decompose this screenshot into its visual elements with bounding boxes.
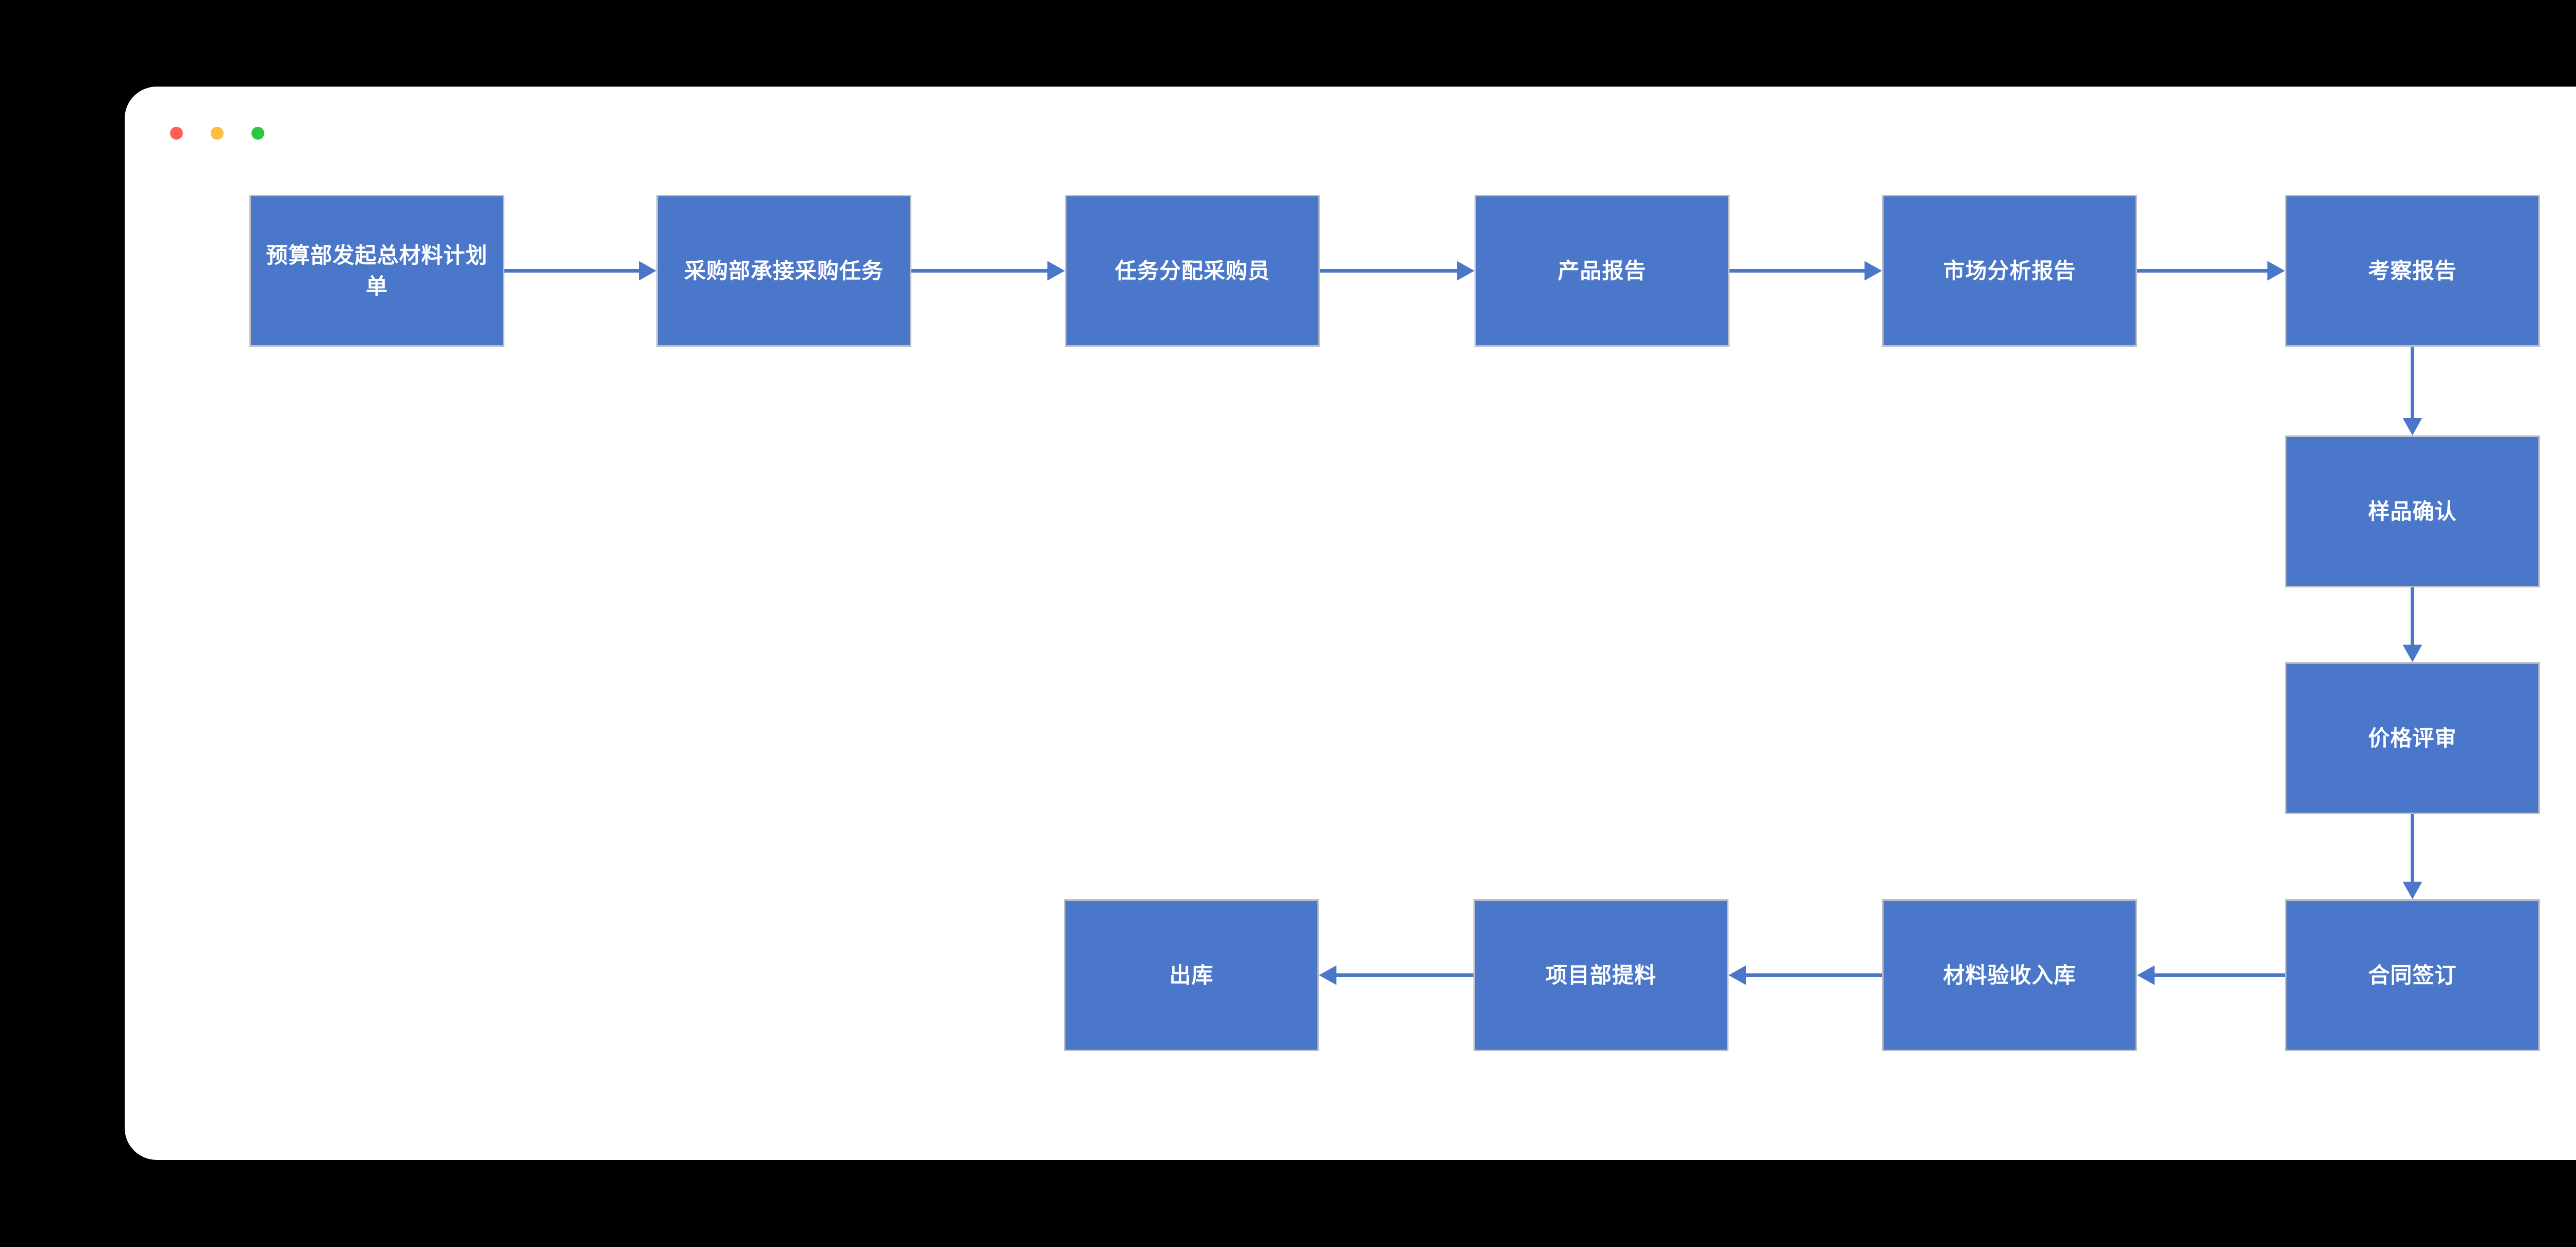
- flow-node-label: 价格评审: [2368, 726, 2457, 750]
- flow-node-label: 任务分配采购员: [1114, 258, 1270, 283]
- arrow-head-icon: [639, 261, 656, 281]
- maximize-window-icon[interactable]: [251, 127, 264, 140]
- flow-node-n3[interactable]: 任务分配采购员: [1065, 195, 1320, 347]
- flow-node-n8[interactable]: 价格评审: [2285, 662, 2540, 814]
- arrow-head-icon: [2402, 418, 2422, 435]
- flow-node-label: 出库: [1169, 963, 1214, 987]
- flowchart-canvas: 预算部发起总材料计划单 采购部承接采购任务 任务分配采购员 产品报告 市场分析报告 考察报…: [125, 87, 2576, 1160]
- flow-node-n10[interactable]: 材料验收入库: [1882, 899, 2137, 1051]
- flow-node-label: 采购部承接采购任务: [684, 258, 884, 283]
- flow-node-n9[interactable]: 合同签订: [2285, 899, 2540, 1051]
- flow-node-n2[interactable]: 采购部承接采购任务: [656, 195, 911, 347]
- flow-node-n1[interactable]: 预算部发起总材料计划单: [249, 195, 504, 347]
- flow-node-n7[interactable]: 样品确认: [2285, 435, 2540, 587]
- flow-node-label: 材料验收入库: [1943, 963, 2076, 987]
- arrow-head-icon: [1865, 261, 1882, 281]
- flow-node-n5[interactable]: 市场分析报告: [1882, 195, 2137, 347]
- arrow-head-icon: [1457, 261, 1475, 281]
- minimize-window-icon[interactable]: [211, 127, 224, 140]
- flow-node-label: 合同签订: [2368, 963, 2457, 987]
- flow-node-label: 项目部提料: [1545, 963, 1656, 987]
- arrow-head-icon: [2402, 645, 2422, 662]
- arrow-head-icon: [2402, 882, 2422, 899]
- flow-node-n11[interactable]: 项目部提料: [1473, 899, 1728, 1051]
- arrow-head-icon: [2267, 261, 2285, 281]
- flow-node-label: 考察报告: [2368, 258, 2457, 283]
- flow-node-n12[interactable]: 出库: [1064, 899, 1319, 1051]
- arrow-head-icon: [1728, 965, 1746, 985]
- arrow-head-icon: [1319, 965, 1336, 985]
- flow-node-n4[interactable]: 产品报告: [1475, 195, 1730, 347]
- flow-node-label: 产品报告: [1557, 258, 1647, 283]
- window-controls: [170, 127, 264, 140]
- close-window-icon[interactable]: [170, 127, 183, 140]
- flow-node-n6[interactable]: 考察报告: [2285, 195, 2540, 347]
- app-window: 预算部发起总材料计划单 采购部承接采购任务 任务分配采购员 产品报告 市场分析报告 考察报…: [125, 87, 2576, 1160]
- flow-node-label: 市场分析报告: [1943, 258, 2076, 283]
- flow-node-label: 预算部发起总材料计划单: [266, 243, 488, 298]
- arrow-head-icon: [1047, 261, 1065, 281]
- arrow-head-icon: [2137, 965, 2155, 985]
- flow-node-label: 样品确认: [2368, 499, 2457, 524]
